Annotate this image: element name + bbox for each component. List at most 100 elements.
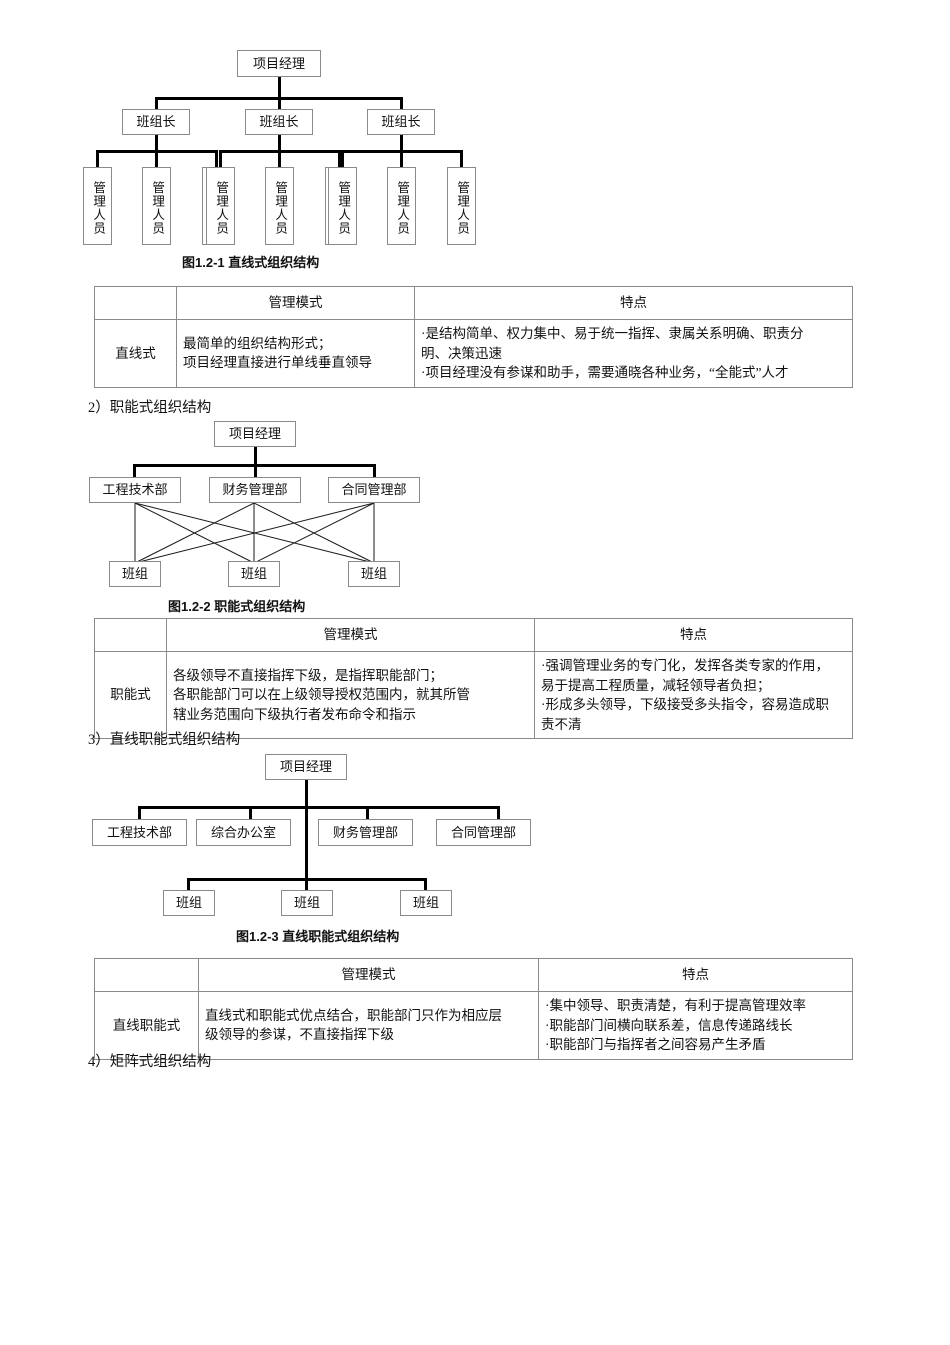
connector-drop-leader-2 [278, 97, 281, 109]
node-department-engineering: 工程技术部 [89, 477, 181, 503]
table3-mode-line-2: 级领导的参谋，不直接指挥下级 [205, 1027, 394, 1043]
connector-leader2-drop-c [338, 150, 341, 167]
table-linear-structure: 管理模式 特点 直线式 最简单的组织结构形式； 项目经理直接进行单线垂直领导 ·… [94, 286, 853, 388]
connector-leader3-stem [400, 135, 403, 152]
figure-1-caption: 图1.2-1 直线式组织结构 [182, 255, 320, 270]
table1-header-mode: 管理模式 [176, 286, 415, 320]
node-staff-1-1: 管理人员 [83, 167, 112, 245]
connector-leader2-drop-a [219, 150, 222, 167]
node-department-finance: 财务管理部 [209, 477, 301, 503]
connector-leader2-stem [278, 135, 281, 152]
table3-row-name: 直线职能式 [94, 991, 199, 1060]
figure-2-caption: 图1.2-2 职能式组织结构 [168, 599, 306, 614]
node-staff-2-1: 管理人员 [206, 167, 235, 245]
node-team-leader-3: 班组长 [367, 109, 435, 135]
table2-mode-line-1: 各级领导不直接指挥下级，是指挥职能部门； [173, 667, 443, 683]
heading-matrix-structure: 4）矩阵式组织结构 [88, 1054, 212, 1070]
table3-header-features: 特点 [538, 958, 853, 992]
figure-3-caption: 图1.2-3 直线职能式组织结构 [236, 929, 400, 944]
connector-drop-team-3 [424, 878, 427, 890]
connector-leader3-drop-c [460, 150, 463, 167]
node-department-contract: 合同管理部 [328, 477, 420, 503]
table3-mode-line-1: 直线式和职能式优点结合，职能部门只作为相应层 [205, 1007, 502, 1023]
table-header-row: 管理模式 特点 [94, 618, 853, 652]
connector-drop-dept-1 [133, 464, 136, 477]
heading-line-functional-structure: 3）直线职能式组织结构 [88, 732, 241, 748]
table2-feature-line-2: 易于提高工程质量，减轻领导者负担； [541, 677, 771, 693]
connector-drop-leader-1 [155, 97, 158, 109]
table2-mode-line-2: 各职能部门可以在上级领导授权范围内，就其所管 [173, 687, 470, 703]
node-team-1: 班组 [163, 890, 215, 916]
table3-row-mode: 直线式和职能式优点结合，职能部门只作为相应层 级领导的参谋，不直接指挥下级 [198, 991, 539, 1060]
connector-departments-bus [138, 806, 500, 809]
node-staff-2-2: 管理人员 [265, 167, 294, 245]
table2-header-features: 特点 [534, 618, 853, 652]
connector-drop-dept-2 [249, 806, 252, 819]
node-department-engineering: 工程技术部 [92, 819, 187, 846]
table1-feature-line-1: ·是结构简单、权力集中、易于统一指挥、隶属关系明确、职责分 [421, 326, 804, 341]
node-project-manager: 项目经理 [237, 50, 321, 77]
table1-row-name: 直线式 [94, 319, 177, 388]
connector-drop-dept-4 [497, 806, 500, 819]
table1-mode-line-1: 最简单的组织结构形式； [183, 335, 332, 351]
connector-leader1-drop-b [155, 150, 158, 167]
figure-functional-structure: 项目经理 工程技术部 财务管理部 合同管理部 班组 班组 班组 [0, 415, 950, 614]
table2-row-name: 职能式 [94, 650, 167, 740]
table1-header-features: 特点 [414, 286, 853, 320]
connector-root-stem [278, 77, 281, 99]
node-staff-3-2: 管理人员 [387, 167, 416, 245]
connector-drop-team-2 [305, 878, 308, 890]
node-team-1: 班组 [109, 561, 161, 587]
connector-drop-dept-3 [366, 806, 369, 819]
connector-root-stem-to-teams [305, 780, 308, 880]
table2-mode-line-3: 辖业务范围向下级执行者发布命令和指示 [173, 706, 416, 722]
connector-drop-team-1 [187, 878, 190, 890]
table2-feature-line-4: 责不清 [541, 716, 582, 732]
node-team-2: 班组 [228, 561, 280, 587]
node-department-finance: 财务管理部 [318, 819, 413, 846]
connector-root-stem [254, 447, 257, 466]
heading-functional-structure: 2）职能式组织结构 [88, 400, 212, 416]
node-team-3: 班组 [400, 890, 452, 916]
table3-header-mode: 管理模式 [198, 958, 539, 992]
node-project-manager: 项目经理 [265, 754, 347, 780]
table-row: 直线职能式 直线式和职能式优点结合，职能部门只作为相应层 级领导的参谋，不直接指… [94, 991, 853, 1060]
connector-leader1-drop-c [215, 150, 218, 167]
table2-feature-line-1: ·强调管理业务的专门化，发挥各类专家的作用， [541, 658, 829, 673]
node-team-2: 班组 [281, 890, 333, 916]
connector-leader3-drop-a [341, 150, 344, 167]
table2-header-blank [94, 618, 167, 652]
table3-feature-line-2: ·职能部门间横向联系差，信息传递路线长 [545, 1017, 793, 1033]
connector-leader3-drop-b [400, 150, 403, 167]
node-team-leader-1: 班组长 [122, 109, 190, 135]
table2-header-mode: 管理模式 [166, 618, 535, 652]
connector-drop-dept-1 [138, 806, 141, 819]
table1-row-features: ·是结构简单、权力集中、易于统一指挥、隶属关系明确、职责分 明、决策迅速 ·项目… [414, 319, 853, 388]
table3-header-blank [94, 958, 199, 992]
connector-leader1-stem [155, 135, 158, 152]
connector-drop-dept-2 [254, 464, 257, 477]
table2-row-mode: 各级领导不直接指挥下级，是指挥职能部门； 各职能部门可以在上级领导授权范围内，就… [166, 650, 535, 740]
connector-leader2-drop-b [278, 150, 281, 167]
node-department-general-office: 综合办公室 [196, 819, 291, 846]
table3-feature-line-1: ·集中领导、职责清楚，有利于提高管理效率 [545, 998, 806, 1013]
node-staff-3-3: 管理人员 [447, 167, 476, 245]
table1-feature-line-2: 明、决策迅速 [421, 345, 502, 361]
table1-feature-line-3: ·项目经理没有参谋和助手，需要通晓各种业务，“全能式”人才 [421, 365, 789, 381]
connector-drop-dept-3 [373, 464, 376, 477]
table-line-functional-structure: 管理模式 特点 直线职能式 直线式和职能式优点结合，职能部门只作为相应层 级领导… [94, 958, 853, 1060]
node-team-leader-2: 班组长 [245, 109, 313, 135]
table1-mode-line-2: 项目经理直接进行单线垂直领导 [183, 355, 372, 371]
figure-linear-structure: 项目经理 班组长 班组长 班组长 管理人员 管理人员 管理人员 管理人员 管理人… [0, 0, 950, 270]
node-department-contract: 合同管理部 [436, 819, 531, 846]
table-header-row: 管理模式 特点 [94, 286, 853, 320]
table-row: 直线式 最简单的组织结构形式； 项目经理直接进行单线垂直领导 ·是结构简单、权力… [94, 319, 853, 388]
node-team-3: 班组 [348, 561, 400, 587]
connector-drop-leader-3 [400, 97, 403, 109]
table1-row-mode: 最简单的组织结构形式； 项目经理直接进行单线垂直领导 [176, 319, 415, 388]
table-header-row: 管理模式 特点 [94, 958, 853, 992]
table3-feature-line-3: ·职能部门与指挥者之间容易产生矛盾 [545, 1037, 766, 1053]
table2-row-features: ·强调管理业务的专门化，发挥各类专家的作用， 易于提高工程质量，减轻领导者负担；… [534, 650, 853, 740]
table-row: 职能式 各级领导不直接指挥下级，是指挥职能部门； 各职能部门可以在上级领导授权范… [94, 650, 853, 740]
